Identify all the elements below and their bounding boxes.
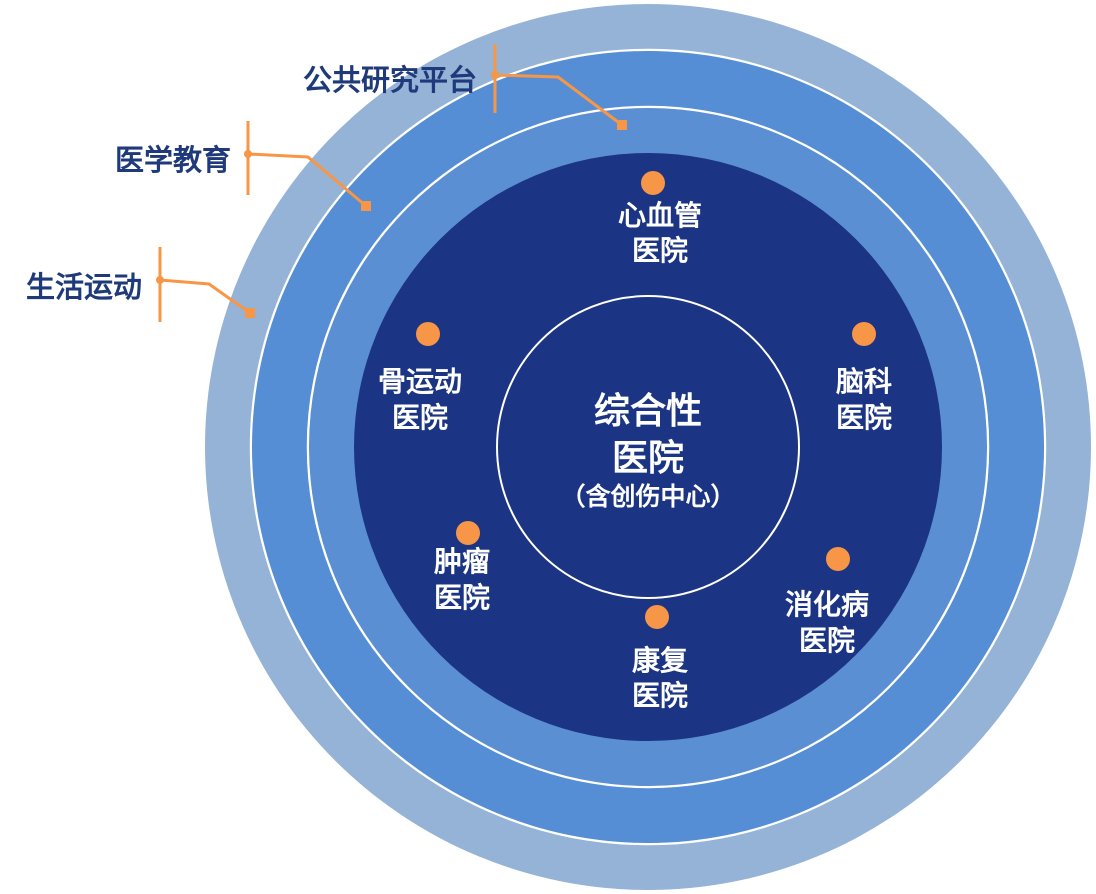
callout-start-dot: [491, 71, 499, 79]
hospital-orthopedic: 骨运动 医院: [378, 322, 462, 434]
hospital-label-line1: 肿瘤: [434, 545, 490, 578]
hospital-neuro: 脑科 医院: [836, 322, 892, 434]
layer-label-life-sports: 生活运动: [26, 270, 142, 304]
hospital-marker: [641, 171, 665, 195]
hospital-marker: [645, 605, 669, 629]
callout-leader: [159, 278, 251, 315]
hospital-label-line1: 消化病: [785, 588, 869, 621]
hospital-oncology: 肿瘤 医院: [434, 521, 490, 614]
hospital-rehab: 康复 医院: [632, 605, 688, 712]
hospital-label-line2: 医院: [632, 679, 688, 712]
hospital-marker: [456, 521, 480, 545]
core-circle: [354, 153, 942, 741]
layer-label-medical-education: 医学教育: [115, 143, 231, 177]
callout-life-sports: 生活运动: [26, 247, 255, 322]
hospital-label-line1: 脑科: [836, 365, 892, 398]
callout-end-marker: [617, 120, 627, 130]
callout-research-platform: 公共研究平台: [303, 44, 627, 130]
callout-start-dot: [156, 276, 164, 284]
hospital-label-line2: 医院: [434, 581, 490, 614]
callout-start-dot: [244, 150, 252, 158]
center-title-line2: 医院: [612, 438, 684, 479]
center-subtitle: （含创伤中心）: [560, 482, 735, 511]
hospital-label-line1: 康复: [632, 644, 688, 677]
hospital-marker: [852, 322, 876, 346]
callout-end-marker: [245, 308, 255, 318]
callout-end-marker: [361, 201, 371, 211]
hospital-marker: [826, 547, 850, 571]
layer-label-research-platform: 公共研究平台: [303, 63, 477, 97]
callout-leader: [494, 73, 623, 127]
hospital-label-line2: 医院: [392, 401, 448, 434]
callout-medical-education: 医学教育: [115, 121, 371, 211]
hospital-label-line2: 医院: [632, 234, 688, 267]
hospital-label-line2: 医院: [836, 401, 892, 434]
outer-ring-divider: [249, 48, 1047, 846]
middle-ring-divider: [306, 105, 990, 789]
hospital-label-line1: 骨运动: [378, 365, 462, 398]
callout-leader: [247, 152, 367, 208]
hospital-label-line1: 心血管: [618, 199, 702, 232]
center-circle-outline: [496, 295, 800, 599]
hospital-cardio: 心血管 医院: [618, 171, 702, 267]
hospital-label-line2: 医院: [799, 624, 855, 657]
hospital-digestive: 消化病 医院: [785, 547, 869, 657]
hospital-marker: [416, 322, 440, 346]
center-title-line1: 综合性: [594, 391, 702, 432]
